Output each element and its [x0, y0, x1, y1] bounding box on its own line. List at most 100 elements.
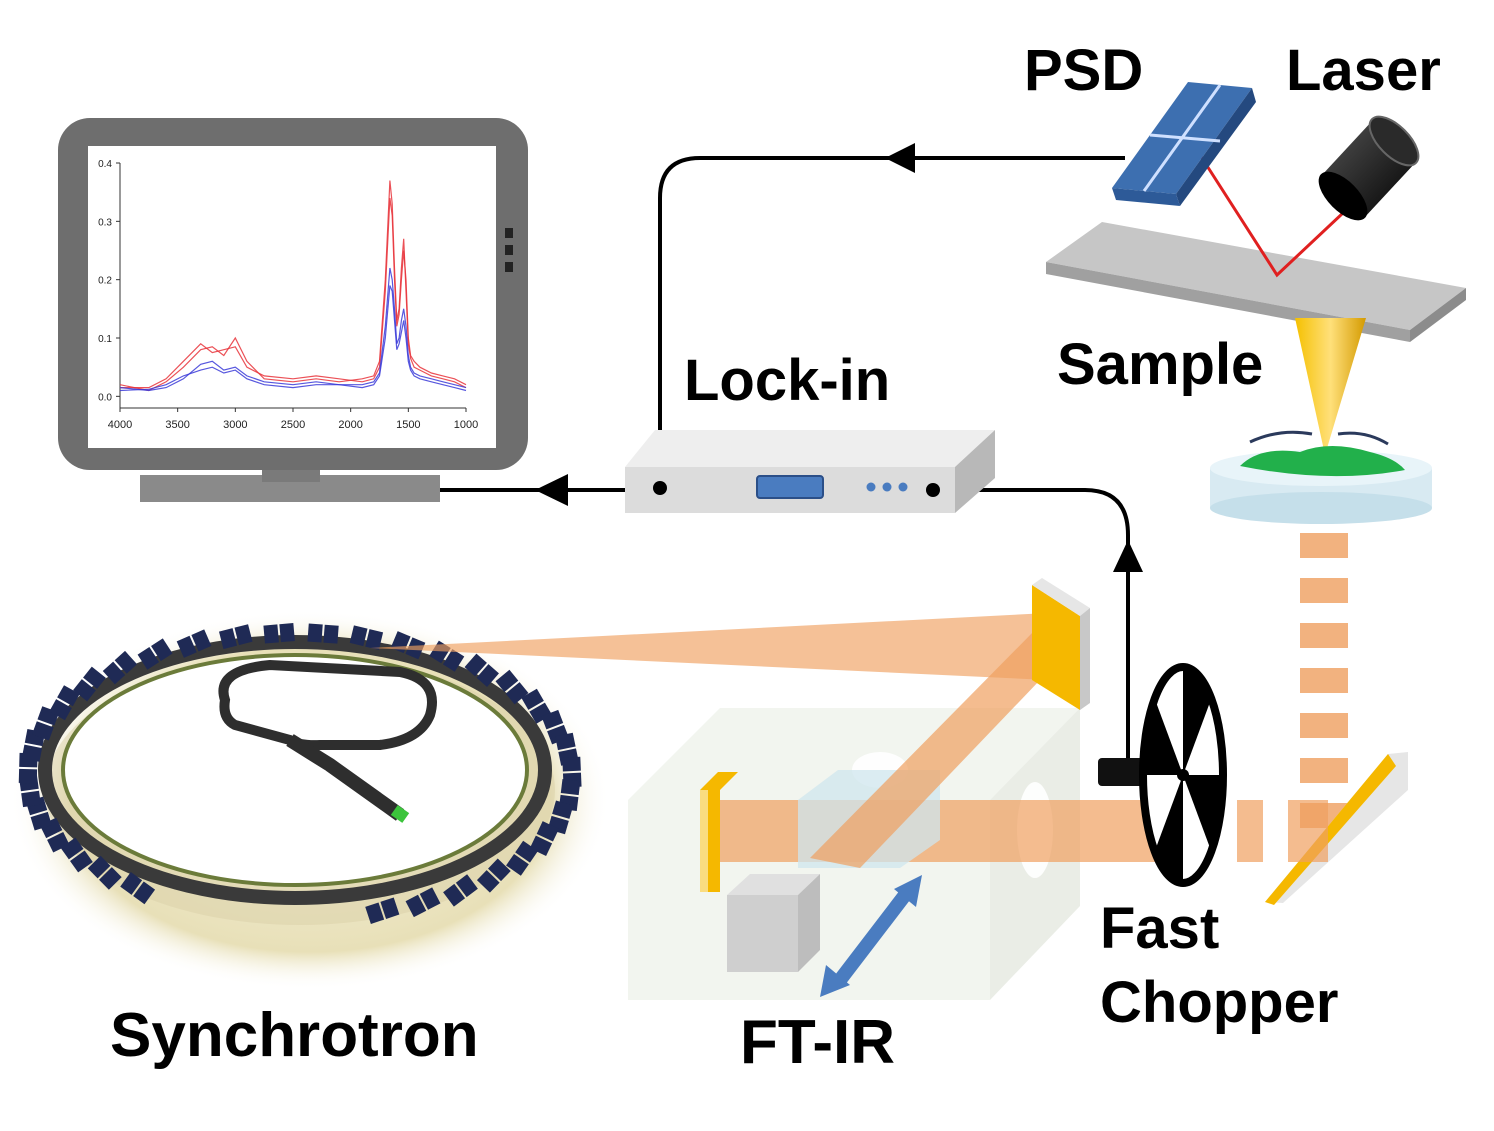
magnet-block: [380, 897, 400, 919]
top-mirror-face: [1032, 585, 1080, 710]
psd-detector: [1112, 82, 1256, 206]
laser-path: [1191, 143, 1362, 278]
top-mirror-side: [1080, 608, 1090, 710]
arrow-from-chopper: [1113, 540, 1143, 572]
x-tick-label: 2000: [338, 419, 362, 431]
magnet-block: [349, 625, 368, 647]
dish-bottom: [1210, 492, 1432, 524]
magnet-block: [505, 682, 529, 705]
magnet-block: [83, 666, 106, 689]
chopper-label-line1: Fast: [1100, 896, 1220, 961]
spectrum-series-1: [120, 197, 467, 389]
magnet-block: [279, 623, 295, 643]
magnet-block: [541, 709, 564, 730]
lockin-label: Lock-in: [684, 348, 891, 413]
magnet-block: [323, 624, 339, 644]
linac: [286, 734, 405, 821]
magnet-block: [57, 685, 80, 707]
spectrum-series-4: [119, 285, 467, 392]
magnet-block: [506, 853, 529, 876]
laser-source: [1318, 115, 1420, 221]
magnet-block: [455, 874, 478, 898]
magnet-block: [529, 702, 552, 724]
magnet-block: [234, 624, 253, 646]
magnet-block: [263, 624, 279, 644]
fast-chopper: [1098, 663, 1227, 887]
laser-beam: [1191, 143, 1362, 278]
magnet-block: [552, 800, 574, 819]
x-tick-label: 1000: [454, 419, 478, 431]
chopper-blade: [1183, 775, 1223, 852]
lockin-output-port: [653, 481, 667, 495]
sample-material: [1240, 446, 1405, 477]
top-mirror-edge: [1032, 578, 1090, 616]
lockin-side: [955, 430, 995, 513]
steering-mirror-bottom: [1265, 752, 1408, 905]
magnet-block: [137, 647, 160, 670]
magnet-block: [31, 721, 54, 741]
magnet-block: [405, 894, 427, 918]
storage-ring-outer: [38, 635, 552, 905]
x-tick-label: 3000: [223, 419, 247, 431]
lockin-led-1: [866, 482, 876, 492]
chopper-blade: [1183, 666, 1212, 775]
moving-mirror-front: [727, 895, 798, 972]
magnet-block: [476, 870, 500, 893]
psd-bottom: [1112, 188, 1180, 206]
synchrotron-beam: [370, 613, 1048, 680]
magnet-block: [114, 650, 138, 674]
chopper-hub: [1177, 769, 1189, 781]
cantilever-side: [1410, 288, 1466, 342]
afm-tip: [1295, 318, 1366, 455]
psd-divider-2: [1142, 84, 1222, 192]
beam-to-sample: [1300, 533, 1348, 828]
moving-mirror-side: [798, 874, 820, 972]
y-tick-label: 0.3: [98, 217, 112, 228]
lockin-led-2: [882, 482, 892, 492]
beam-dash-1: [1237, 800, 1263, 862]
sample-surface-arc-left: [1249, 430, 1313, 444]
magnet-block: [18, 768, 38, 784]
psd-to-lockin-wire: [658, 156, 1125, 488]
magnet-block: [443, 883, 466, 907]
synchrotron-label: Synchrotron: [110, 1001, 479, 1070]
moving-mirror-top: [727, 874, 820, 895]
magnet-block: [464, 653, 487, 677]
magnet-block: [30, 811, 52, 831]
magnet-block: [21, 790, 41, 808]
magnet-block: [21, 744, 43, 762]
magnet-block: [562, 756, 581, 772]
x-tick-label: 1500: [396, 419, 420, 431]
lockin-led-3: [898, 482, 908, 492]
magnet-block: [442, 649, 465, 672]
monitor-button-3: [505, 262, 513, 272]
y-tick-label: 0.0: [98, 392, 112, 403]
laser-tail: [1318, 171, 1368, 221]
chopper-label-line2: Chopper: [1100, 970, 1339, 1035]
ftir-horizontal-beam: [720, 800, 1210, 862]
steering-mirror-top: [1032, 578, 1090, 710]
spectrum-series-2: [119, 180, 467, 392]
laser-aperture: [1368, 115, 1420, 167]
magnet-block: [133, 881, 156, 905]
y-tick-label: 0.1: [98, 334, 112, 345]
chopper-blades: [1143, 666, 1223, 884]
lockin-input-port: [926, 483, 940, 497]
magnet-block: [176, 635, 197, 658]
magnet-block: [218, 628, 238, 650]
ftir-diagonal-beam: [810, 625, 1040, 868]
x-tick-label: 3500: [165, 419, 189, 431]
spectrum-series-3: [119, 267, 467, 392]
psd-divider-1: [1149, 133, 1221, 143]
linac-end: [390, 805, 410, 823]
magnet-block: [536, 821, 559, 842]
magnet-block: [151, 638, 173, 662]
beam-dash-2: [1288, 800, 1328, 862]
mirror-motion-arrow: [820, 875, 922, 997]
sample-label: Sample: [1057, 332, 1264, 397]
y-tick-label: 0.4: [98, 159, 112, 170]
magnet-block: [560, 779, 581, 796]
lockin-top: [625, 430, 995, 467]
magnet-block: [191, 629, 212, 652]
